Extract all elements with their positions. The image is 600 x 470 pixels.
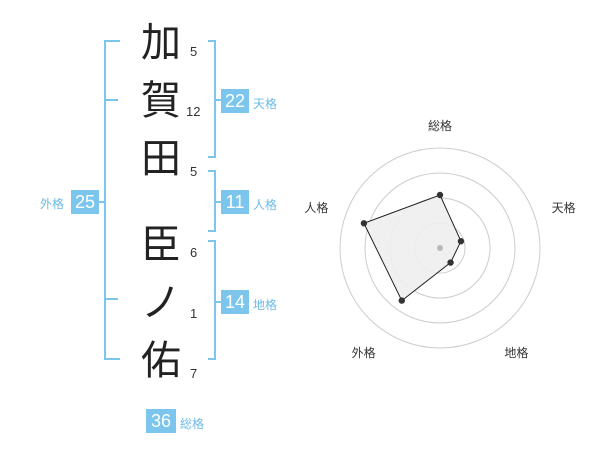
- stroke-count-2: 12: [186, 104, 201, 119]
- radar-point-1: [436, 191, 444, 199]
- chikaku-badge: 14: [221, 290, 249, 314]
- tenkaku-label: 天格: [253, 97, 278, 111]
- stroke-count-1: 5: [190, 44, 198, 59]
- radar-polygon: [363, 194, 462, 302]
- radar-point-5: [360, 220, 368, 227]
- radar-axis-label-1: 総格: [428, 118, 452, 133]
- name-char-3: 田: [141, 136, 181, 182]
- name-char-2: 賀: [141, 78, 181, 124]
- stroke-count-5: 1: [190, 306, 198, 321]
- name-char-6: 佑: [141, 338, 181, 384]
- radar-center-dot: [437, 245, 443, 251]
- tenkaku-badge: 22: [221, 89, 249, 113]
- name-char-1: 加: [141, 20, 181, 66]
- radar-point-3: [447, 259, 454, 266]
- radar-point-4: [398, 297, 405, 304]
- soukaku-label: 総格: [180, 417, 205, 431]
- name-char-5: ノ: [141, 280, 181, 326]
- radar-axis-label-2: 天格: [552, 200, 576, 215]
- radar-point-2: [457, 238, 465, 245]
- name-char-4: 臣: [141, 222, 181, 268]
- radar-axis-label-4: 外格: [352, 345, 376, 360]
- jinkaku-badge: 11: [221, 190, 249, 214]
- stroke-count-6: 7: [190, 366, 198, 381]
- chikaku-label: 地格: [253, 298, 278, 312]
- jinkaku-label: 人格: [253, 198, 278, 212]
- soukaku-badge: 36: [146, 409, 176, 433]
- gaikaku-badge: 25: [71, 190, 99, 214]
- stroke-count-3: 5: [190, 164, 198, 179]
- radar-axis-label-5: 人格: [304, 200, 328, 215]
- radar-ring-3: [364, 172, 516, 324]
- radar-axis-label-3: 地格: [504, 345, 528, 360]
- gaikaku-label: 外格: [40, 197, 65, 211]
- radar-ring-4: [339, 147, 541, 349]
- stroke-count-4: 6: [190, 245, 198, 260]
